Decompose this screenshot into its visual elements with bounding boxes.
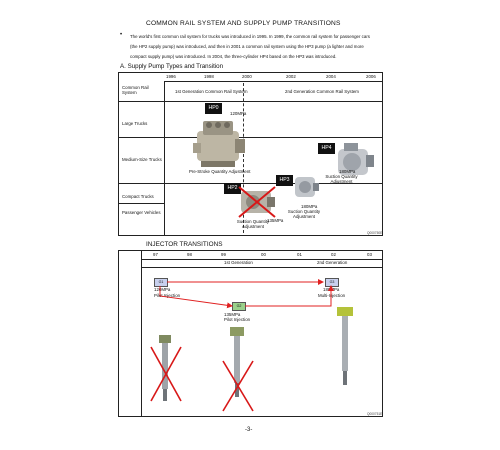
hp0-tag: HP0 — [205, 103, 222, 114]
injector-left-column — [119, 251, 142, 416]
injector-year-axis: 97 98 99 00 01 02 03 — [141, 251, 382, 260]
g1-pressure: 120MPa — [154, 287, 171, 292]
hp3-note: Suction Quantity Adjustment — [287, 209, 321, 219]
year-label: 99 — [221, 252, 226, 257]
section-title-injector: INJECTOR TRANSITIONS — [146, 241, 223, 248]
page-number: -3- — [245, 427, 253, 433]
row-label-medium-trucks: Medium-Size Trucks — [122, 157, 162, 162]
generation-divider — [243, 83, 244, 233]
g3-mode: Multi-Injection — [318, 293, 346, 298]
injector-transition-arrows — [150, 279, 353, 412]
hp3-pump-image — [295, 177, 319, 197]
hp4-note: Suction Quantity Adjustment — [325, 174, 358, 184]
year-label: 03 — [367, 252, 372, 257]
hp3-tag: HP3 — [276, 175, 293, 186]
row-divider — [119, 183, 382, 184]
year-label: 2002 — [286, 74, 296, 79]
figure-code-pumps: Q000750E — [367, 231, 383, 235]
year-label: 98 — [187, 252, 192, 257]
injector-gen1-label: 1st Generation — [224, 260, 253, 265]
year-label: 1998 — [204, 74, 214, 79]
year-label: 2006 — [366, 74, 376, 79]
hp2-pump-image — [238, 186, 276, 218]
hp0-pressure: 120MPa — [230, 111, 247, 116]
section-title-common-rail: COMMON RAIL SYSTEM AND SUPPLY PUMP TRANS… — [146, 20, 341, 27]
year-axis: 1996 1998 2000 2002 2004 2006 — [164, 73, 382, 82]
bullet-icon: • — [120, 32, 123, 38]
hp0-note: Pre-Stroke Quantity Adjustment — [189, 169, 251, 174]
year-label: 2004 — [326, 74, 336, 79]
g2-mode: Pilot Injection — [224, 317, 251, 322]
year-label: 02 — [331, 252, 336, 257]
year-label: 00 — [261, 252, 266, 257]
row-header-column — [119, 81, 165, 235]
injector-chart: 97 98 99 00 01 02 03 1st Generation 2nd … — [118, 250, 383, 417]
injector-gen2-label: 2nd Generation — [317, 260, 348, 265]
hp4-pressure: 180MPa — [339, 169, 356, 174]
hp2-tag: HP2 — [224, 183, 241, 194]
year-label: 01 — [297, 252, 302, 257]
header-divider — [119, 101, 382, 102]
g3-injector-image — [337, 307, 353, 385]
year-label: 97 — [153, 252, 158, 257]
g2-pressure: 135MPa — [224, 312, 241, 317]
gen2-label: 2nd Generation Common Rail System — [285, 89, 359, 94]
hp2-pressure: 135MPa — [267, 218, 284, 223]
figure-code-injectors: Q000751E — [367, 412, 383, 416]
gen1-label: 1st Generation Common Rail System — [175, 89, 248, 94]
row-header-common-rail: Common Rail System — [122, 85, 149, 95]
row-label-compact-trucks: Compact Trucks — [122, 194, 154, 199]
subsection-title-supply-pump: A. Supply Pump Types and Transition — [120, 63, 224, 70]
row-label-passenger: Passenger Vehicles — [122, 210, 161, 215]
g2-injector-image — [222, 327, 254, 412]
year-label: 1996 — [166, 74, 176, 79]
supply-pump-chart: 1996 1998 2000 2002 2004 2006 Common Rai… — [118, 72, 383, 236]
year-label: 2000 — [242, 74, 252, 79]
g1-injector-image — [150, 335, 182, 402]
hp2-note: Suction Quantity Adjustment — [236, 219, 270, 229]
injector-header-divider — [141, 267, 382, 268]
g1-mode: Pilot Injection — [154, 293, 181, 298]
row-divider — [119, 203, 164, 204]
hp4-tag: HP4 — [318, 143, 335, 154]
hp4-pump-image — [338, 143, 374, 175]
hp3-pressure: 180MPa — [301, 204, 318, 209]
row-label-large-trucks: Large Trucks — [122, 121, 148, 126]
hp0-pump-image — [193, 121, 245, 167]
row-divider — [119, 137, 382, 138]
intro-paragraph: The world's first common rail system for… — [130, 34, 370, 60]
